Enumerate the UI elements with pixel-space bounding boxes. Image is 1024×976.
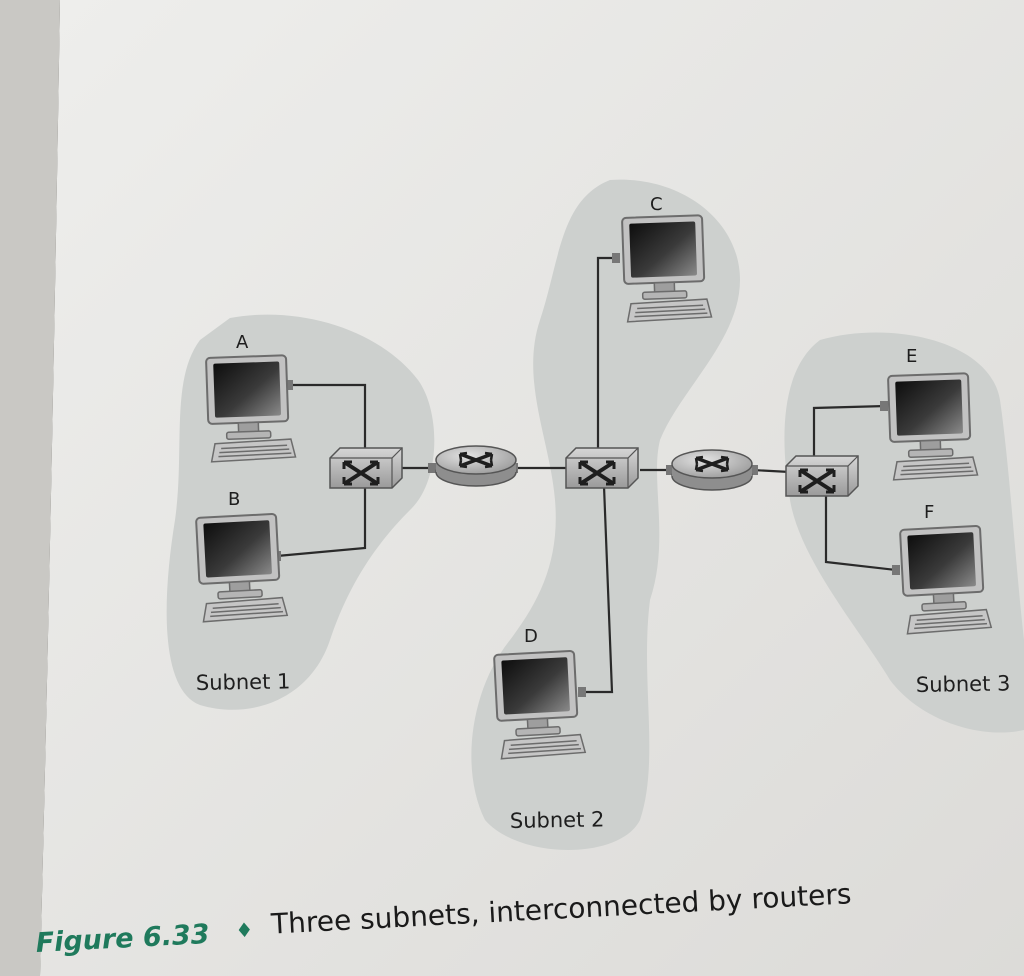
host-d-icon <box>493 649 587 760</box>
host-f-label: F <box>924 502 934 523</box>
switch-2-icon <box>564 446 640 490</box>
page-surface <box>40 0 1024 976</box>
switch-1-icon <box>328 446 404 490</box>
host-c-label: C <box>650 194 663 215</box>
page-gutter <box>0 0 60 976</box>
host-c-icon <box>621 213 713 323</box>
caption-bullet: ♦ <box>235 918 254 943</box>
host-e-icon <box>887 371 979 481</box>
host-a-label: A <box>236 332 249 353</box>
link-c-switch2 <box>596 256 617 455</box>
host-e-label: E <box>906 346 917 367</box>
subnet-3-label: Subnet 3 <box>916 671 1011 697</box>
link-router2-switch3 <box>751 468 791 474</box>
host-f-icon <box>899 524 993 635</box>
host-b-icon <box>195 512 289 623</box>
subnet-2-label: Subnet 2 <box>510 807 605 833</box>
host-d-label: D <box>524 626 538 647</box>
link-e-switch3 <box>812 404 887 462</box>
link-b-switch1 <box>276 484 367 558</box>
link-d-switch2 <box>582 485 614 694</box>
switch-3-icon <box>784 454 860 498</box>
host-b-label: B <box>228 489 240 510</box>
subnet-1-label: Subnet 1 <box>196 669 291 695</box>
router-1-icon <box>434 444 518 488</box>
link-a-switch1 <box>287 383 367 455</box>
host-a-icon <box>205 353 297 463</box>
router-2-icon <box>670 448 754 492</box>
link-f-switch3 <box>824 490 897 572</box>
links <box>276 256 897 694</box>
